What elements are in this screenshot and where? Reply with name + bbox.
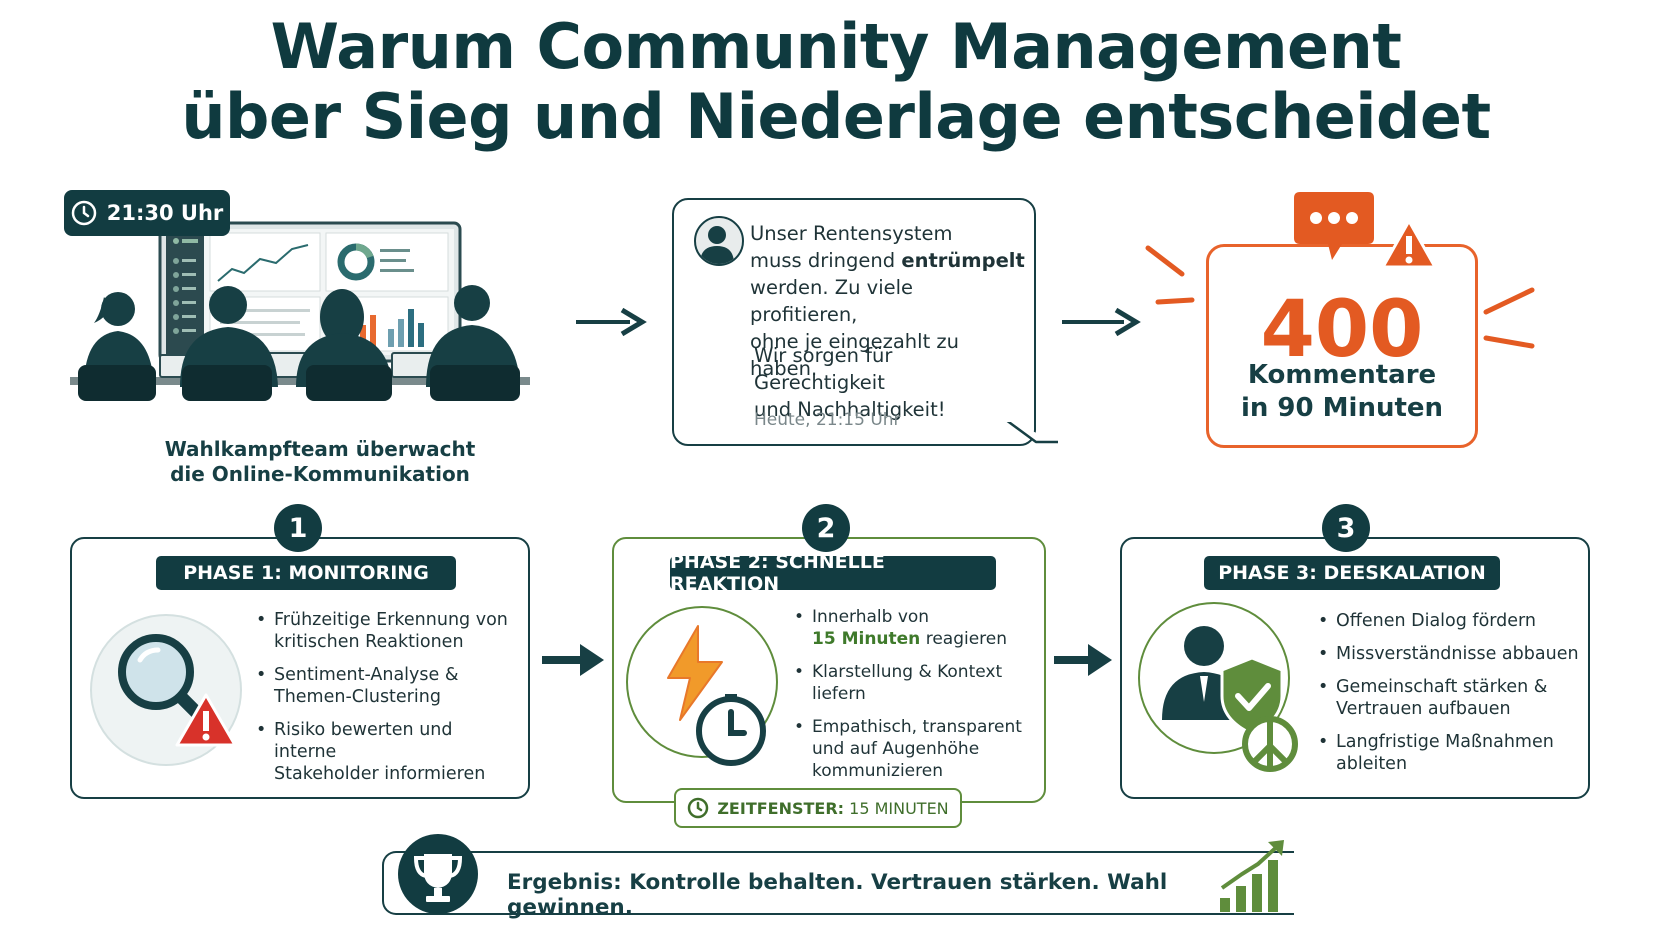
comment-label-line-2: in 90 Minuten [1240,393,1444,423]
post-line-2-start: muss dringend [750,249,902,272]
time-badge-label: 21:30 Uhr [106,201,224,225]
list-item: Offenen Dialog fördern [1318,610,1580,632]
scene-caption-line-2: die Online-Kommunikation [170,462,470,486]
post-line-6: und Nachhaltigkeit! [754,398,946,421]
alert-triangle-icon [175,693,237,747]
post-message: Unser Rentensystem muss dringend entrümp… [750,220,1025,382]
phase-3-title: PHASE 3: DEESKALATION [1204,556,1500,590]
comment-label-line-1: Kommentare [1247,360,1437,390]
comment-label: Kommentare in 90 Minuten [1209,359,1475,425]
time-badge: 21:30 Uhr [64,190,230,236]
phase-2-title: PHASE 2: SCHNELLE REAKTION [670,551,996,595]
clock-icon [696,694,766,766]
warning-icon [1381,219,1437,269]
phase-3-number: 3 [1322,504,1370,552]
post-line-1: Unser Rentensystem [750,222,953,245]
phase-1-number: 1 [274,504,322,552]
comment-stat-box: 400 Kommentare in 90 Minuten [1206,244,1478,448]
team-monitoring-illustration [70,221,530,401]
result-banner: Ergebnis: Kontrolle behalten. Vertrauen … [382,851,1294,920]
scene-caption-line-1: Wahlkampfteam überwacht [164,437,476,461]
phase-1-title: PHASE 1: MONITORING [156,556,456,590]
scene-caption: Wahlkampfteam überwacht die Online-Kommu… [130,437,510,487]
clock-icon [71,200,96,226]
post-line-5: Wir sorgen für Gerechtigkeit [754,344,893,394]
social-post-card: Unser Rentensystem muss dringend entrümp… [672,198,1036,446]
arrow-right-icon [576,307,647,337]
speech-bubble-tail [1006,418,1058,444]
lightning-icon [667,625,723,721]
peace-icon [1242,716,1298,772]
phase-2-number: 2 [802,504,850,552]
alert-lines-right-icon [1483,287,1535,349]
list-item: Missverständnisse abbauen [1318,643,1580,665]
post-timestamp: Heute, 21:15 Uhr [754,410,901,430]
arrow-right-icon [542,644,604,676]
trophy-icon [398,834,478,914]
phase-3-bullets: Offenen Dialog fördern Missverständnisse… [1318,610,1580,786]
time-window-label: ZEITFENSTER: [717,798,845,818]
avatar [694,216,744,266]
post-line-4: ohne je eingezahlt zu haben. [750,330,960,380]
post-message-second: Wir sorgen für Gerechtigkeit und Nachhal… [754,342,1029,423]
chat-bubble-icon [1294,192,1374,260]
post-line-3: werden. Zu viele profitieren, [750,276,914,326]
list-item: Gemeinschaft stärken &Vertrauen aufbauen [1318,676,1580,720]
arrow-right-icon [1062,307,1141,337]
page-title-line-1: Warum Community Management [270,10,1402,83]
user-icon [700,226,734,264]
alert-lines-left-icon [1145,245,1195,305]
list-item: Sentiment-Analyse &Themen-Clustering [256,664,518,708]
comment-count: 400 [1260,285,1424,375]
time-window-badge: ZEITFENSTER: 15 MINUTEN [674,788,962,828]
result-text: Ergebnis: Kontrolle behalten. Vertrauen … [507,870,1168,920]
clock-icon [688,797,709,819]
post-line-2: muss dringend entrümpelt [750,247,1025,274]
time-window-value: 15 MINUTEN [844,798,949,818]
page-title-line-2: über Sieg und Niederlage entscheidet [181,80,1491,153]
growth-chart-icon [1220,840,1284,912]
highlight-15-minutes: 15 Minuten [812,629,921,649]
post-highlight-word: entrümpelt [901,249,1025,272]
arrow-right-icon [1054,644,1112,676]
